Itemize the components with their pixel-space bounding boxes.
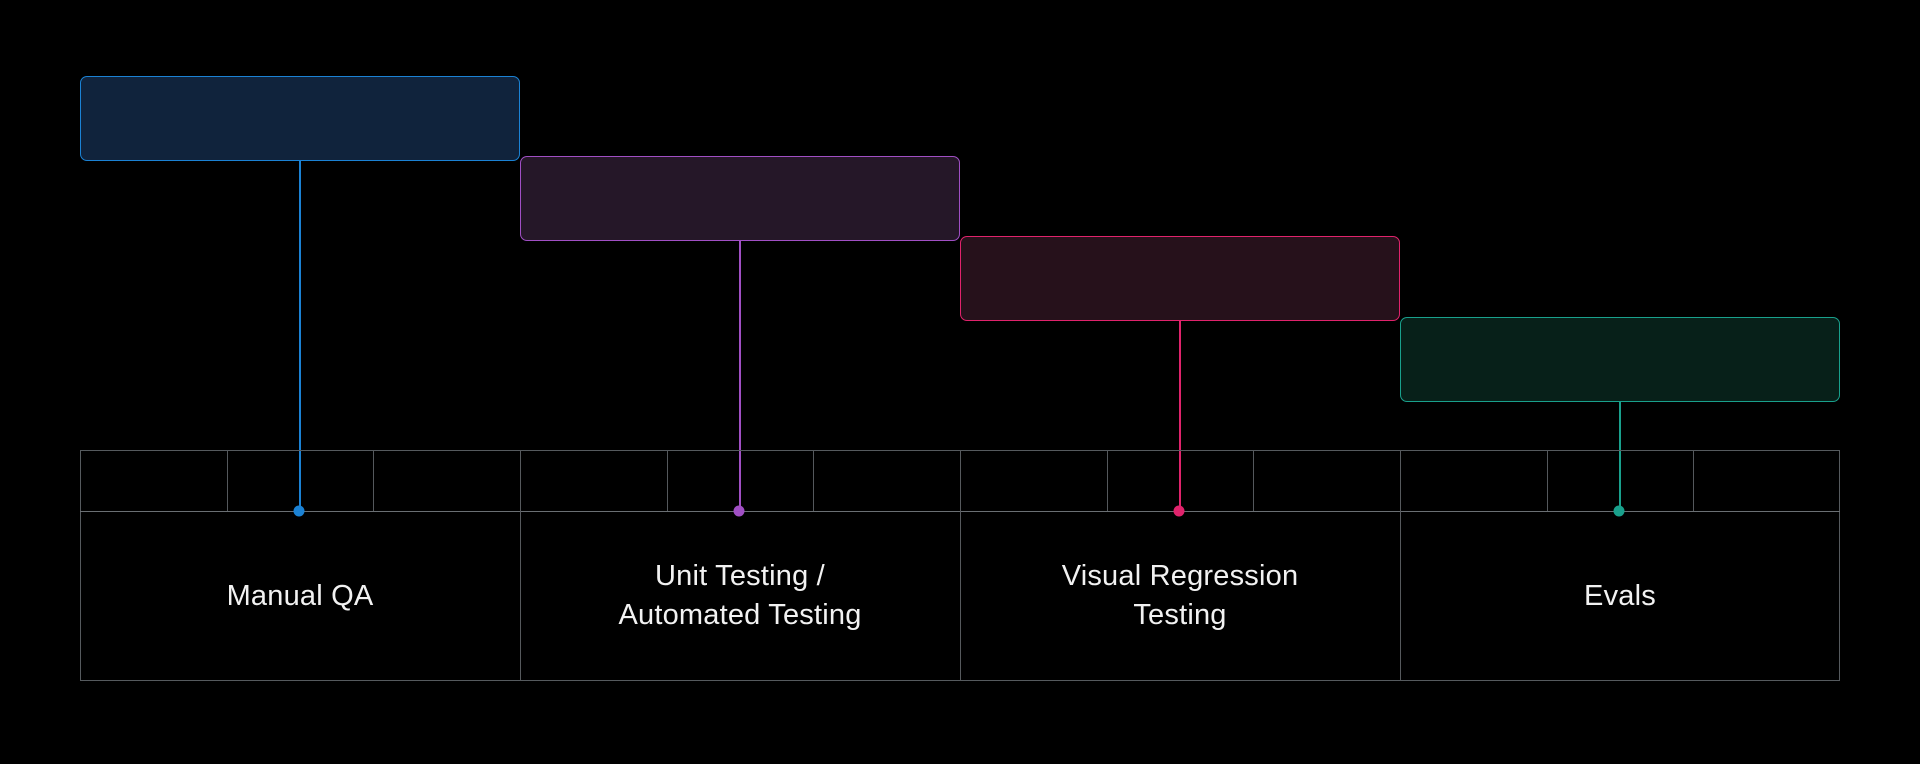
- connector-evals: [1619, 402, 1621, 511]
- tick-divider: [1547, 450, 1548, 511]
- phase-box-visual-regression[interactable]: [960, 236, 1400, 321]
- tick-divider: [1693, 450, 1694, 511]
- timeline-grid: Manual QA Unit Testing / Automated Testin…: [80, 450, 1840, 681]
- connector-unit-testing: [739, 241, 741, 511]
- phase-box-manual-qa[interactable]: [80, 76, 520, 161]
- axis-dot-evals[interactable]: [1613, 505, 1625, 517]
- connector-visual-regression: [1179, 321, 1181, 511]
- tick-divider: [227, 450, 228, 511]
- phase-label-evals: Evals: [1584, 579, 1656, 612]
- tick-divider: [1253, 450, 1254, 511]
- connector-manual-qa: [299, 161, 301, 511]
- axis-dot-visual-regression[interactable]: [1173, 505, 1185, 517]
- tick-divider: [1107, 450, 1108, 511]
- phase-box-unit-testing[interactable]: [520, 156, 960, 241]
- phase-label-visual-regression: Visual Regression Testing: [1061, 560, 1299, 631]
- axis-dot-unit-testing[interactable]: [733, 505, 745, 517]
- tick-divider: [667, 450, 668, 511]
- column-divider: [520, 450, 521, 681]
- phase-label-manual-qa: Manual QA: [226, 579, 374, 612]
- column-divider: [1400, 450, 1401, 681]
- axis-dot-manual-qa[interactable]: [293, 505, 305, 517]
- phase-label-unit-testing: Unit Testing / Automated Testing: [618, 560, 862, 631]
- tick-divider: [373, 450, 374, 511]
- tick-divider: [813, 450, 814, 511]
- column-divider: [960, 450, 961, 681]
- phase-box-evals[interactable]: [1400, 317, 1840, 402]
